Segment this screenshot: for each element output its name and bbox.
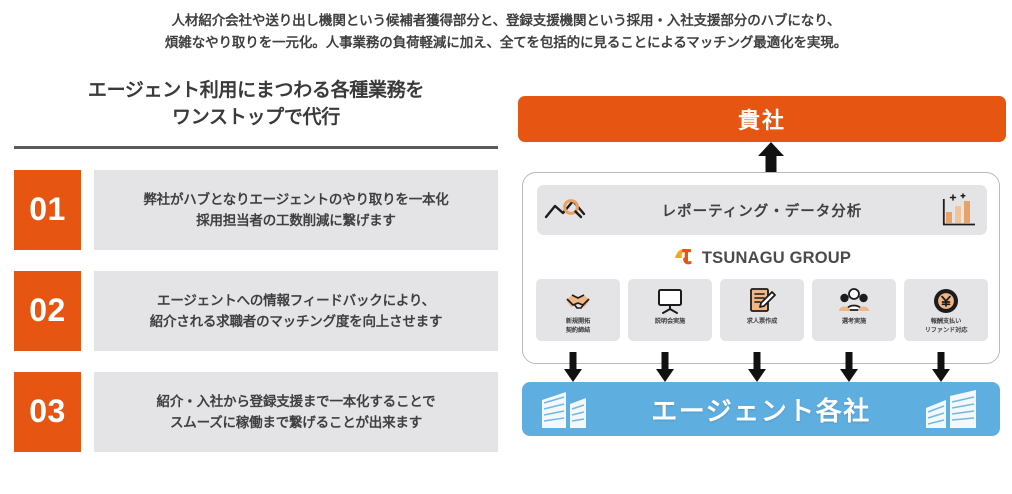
service-card-label: 説明会実施 bbox=[654, 318, 686, 327]
lead-line-1: 人材紹介会社や送り出し機関という候補者獲得部分と、登録支援機関という採用・入社支… bbox=[171, 13, 841, 28]
client-bar-label: 貴社 bbox=[737, 108, 786, 133]
service-card-row: 新規開拓 契約締結 説明会実施 bbox=[536, 279, 988, 341]
document-pen-icon bbox=[747, 285, 777, 317]
down-arrow-icon bbox=[623, 352, 707, 382]
point-text: 紹介・入社から登録支援まで一本化することで スムーズに稼働まで繋げることが出来ま… bbox=[94, 371, 498, 452]
people-group-icon bbox=[838, 285, 870, 317]
left-heading-line-1: エージェント利用にまつわる各種業務を bbox=[87, 80, 425, 101]
left-column: エージェント利用にまつわる各種業務を ワンストップで代行 01 弊社がハブとなり… bbox=[14, 76, 498, 486]
service-card: 新規開拓 契約締結 bbox=[536, 279, 620, 341]
service-card-label-line-2: 契約締結 bbox=[565, 326, 591, 334]
chart-magnifier-icon bbox=[537, 197, 593, 223]
service-card-label: 新規開拓 契約締結 bbox=[566, 318, 590, 336]
lead-line-2: 煩雑なやり取りを一元化。人事業務の負荷軽減に加え、全てを包括的に見ることによるマ… bbox=[164, 34, 848, 50]
reporting-strip-label: レポーティング・データ分析 bbox=[661, 203, 863, 220]
tsunagu-logo-mark-icon bbox=[673, 245, 695, 272]
service-card: 選考実施 bbox=[812, 279, 896, 341]
yen-coin-icon bbox=[932, 285, 960, 317]
buildings-icon bbox=[924, 388, 982, 430]
down-arrow-icon bbox=[899, 352, 983, 382]
bar-chart-sparkle-icon bbox=[931, 193, 987, 227]
heading-divider bbox=[14, 145, 498, 149]
left-heading-line-2: ワンストップで代行 bbox=[172, 106, 340, 128]
point-number-badge: 02 bbox=[14, 270, 81, 351]
buildings-icon bbox=[540, 388, 598, 430]
point-text-line-1: エージェントへの情報フィードバックにより、 bbox=[157, 292, 435, 308]
point-text-line-1: 弊社がハブとなりエージェントのやり取りを一本化 bbox=[143, 191, 449, 207]
service-card-label-line-1: 説明会実施 bbox=[654, 318, 686, 325]
brand-logo: TSUNAGU GROUP bbox=[523, 245, 1001, 272]
point-text: 弊社がハブとなりエージェントのやり取りを一本化 採用担当者の工数削減に繋げます bbox=[94, 169, 498, 250]
down-arrow-icon bbox=[807, 352, 891, 382]
handshake-icon bbox=[563, 285, 593, 317]
service-card-label-line-1: 選考実施 bbox=[841, 318, 867, 325]
client-bar: 貴社 bbox=[518, 96, 1006, 142]
lead-paragraph: 人材紹介会社や送り出し機関という候補者獲得部分と、登録支援機関という採用・入社支… bbox=[0, 10, 1012, 54]
down-arrow-row bbox=[531, 352, 983, 382]
service-card: 報酬支払い リファンド対応 bbox=[904, 279, 988, 341]
agency-bar-label: エージェント各社 bbox=[651, 395, 871, 426]
service-card-label-line-2: リファンド対応 bbox=[924, 326, 968, 334]
brand-logo-text: TSUNAGU GROUP bbox=[701, 249, 852, 267]
service-card-label: 求人票作成 bbox=[746, 318, 778, 327]
hub-panel: レポーティング・データ分析 bbox=[522, 172, 1000, 364]
down-arrow-icon bbox=[531, 352, 615, 382]
presentation-board-icon bbox=[655, 285, 685, 317]
service-card-label-line-1: 新規開拓 bbox=[565, 318, 591, 325]
down-arrow-icon bbox=[715, 352, 799, 382]
diagram-column: 貴社 レポーティング・データ分析 bbox=[518, 96, 1006, 448]
point-text: エージェントへの情報フィードバックにより、 紹介される求職者のマッチング度を向上… bbox=[94, 270, 498, 351]
point-text-line-2: 採用担当者の工数削減に繋げます bbox=[196, 212, 396, 228]
point-text-line-2: 紹介される求職者のマッチング度を向上させます bbox=[149, 313, 443, 329]
service-card: 説明会実施 bbox=[628, 279, 712, 341]
service-card: 求人票作成 bbox=[720, 279, 804, 341]
point-row: 03 紹介・入社から登録支援まで一本化することで スムーズに稼働まで繋げることが… bbox=[14, 371, 498, 452]
point-row: 02 エージェントへの情報フィードバックにより、 紹介される求職者のマッチング度… bbox=[14, 270, 498, 351]
service-card-label: 報酬支払い リファンド対応 bbox=[925, 318, 968, 336]
point-text-line-1: 紹介・入社から登録支援まで一本化することで bbox=[156, 393, 436, 409]
left-heading: エージェント利用にまつわる各種業務を ワンストップで代行 bbox=[14, 76, 498, 132]
point-number-badge: 03 bbox=[14, 371, 81, 452]
point-number-badge: 01 bbox=[14, 169, 81, 250]
point-text-line-2: スムーズに稼働まで繋げることが出来ます bbox=[169, 414, 423, 430]
reporting-strip: レポーティング・データ分析 bbox=[537, 185, 987, 235]
service-card-label-line-1: 求人票作成 bbox=[746, 318, 778, 325]
service-card-label-line-1: 報酬支払い bbox=[930, 318, 962, 325]
point-row: 01 弊社がハブとなりエージェントのやり取りを一本化 採用担当者の工数削減に繋げ… bbox=[14, 169, 498, 250]
up-arrow-icon bbox=[758, 142, 784, 172]
agency-bar: エージェント各社 bbox=[522, 382, 1000, 436]
service-card-label: 選考実施 bbox=[842, 318, 866, 327]
